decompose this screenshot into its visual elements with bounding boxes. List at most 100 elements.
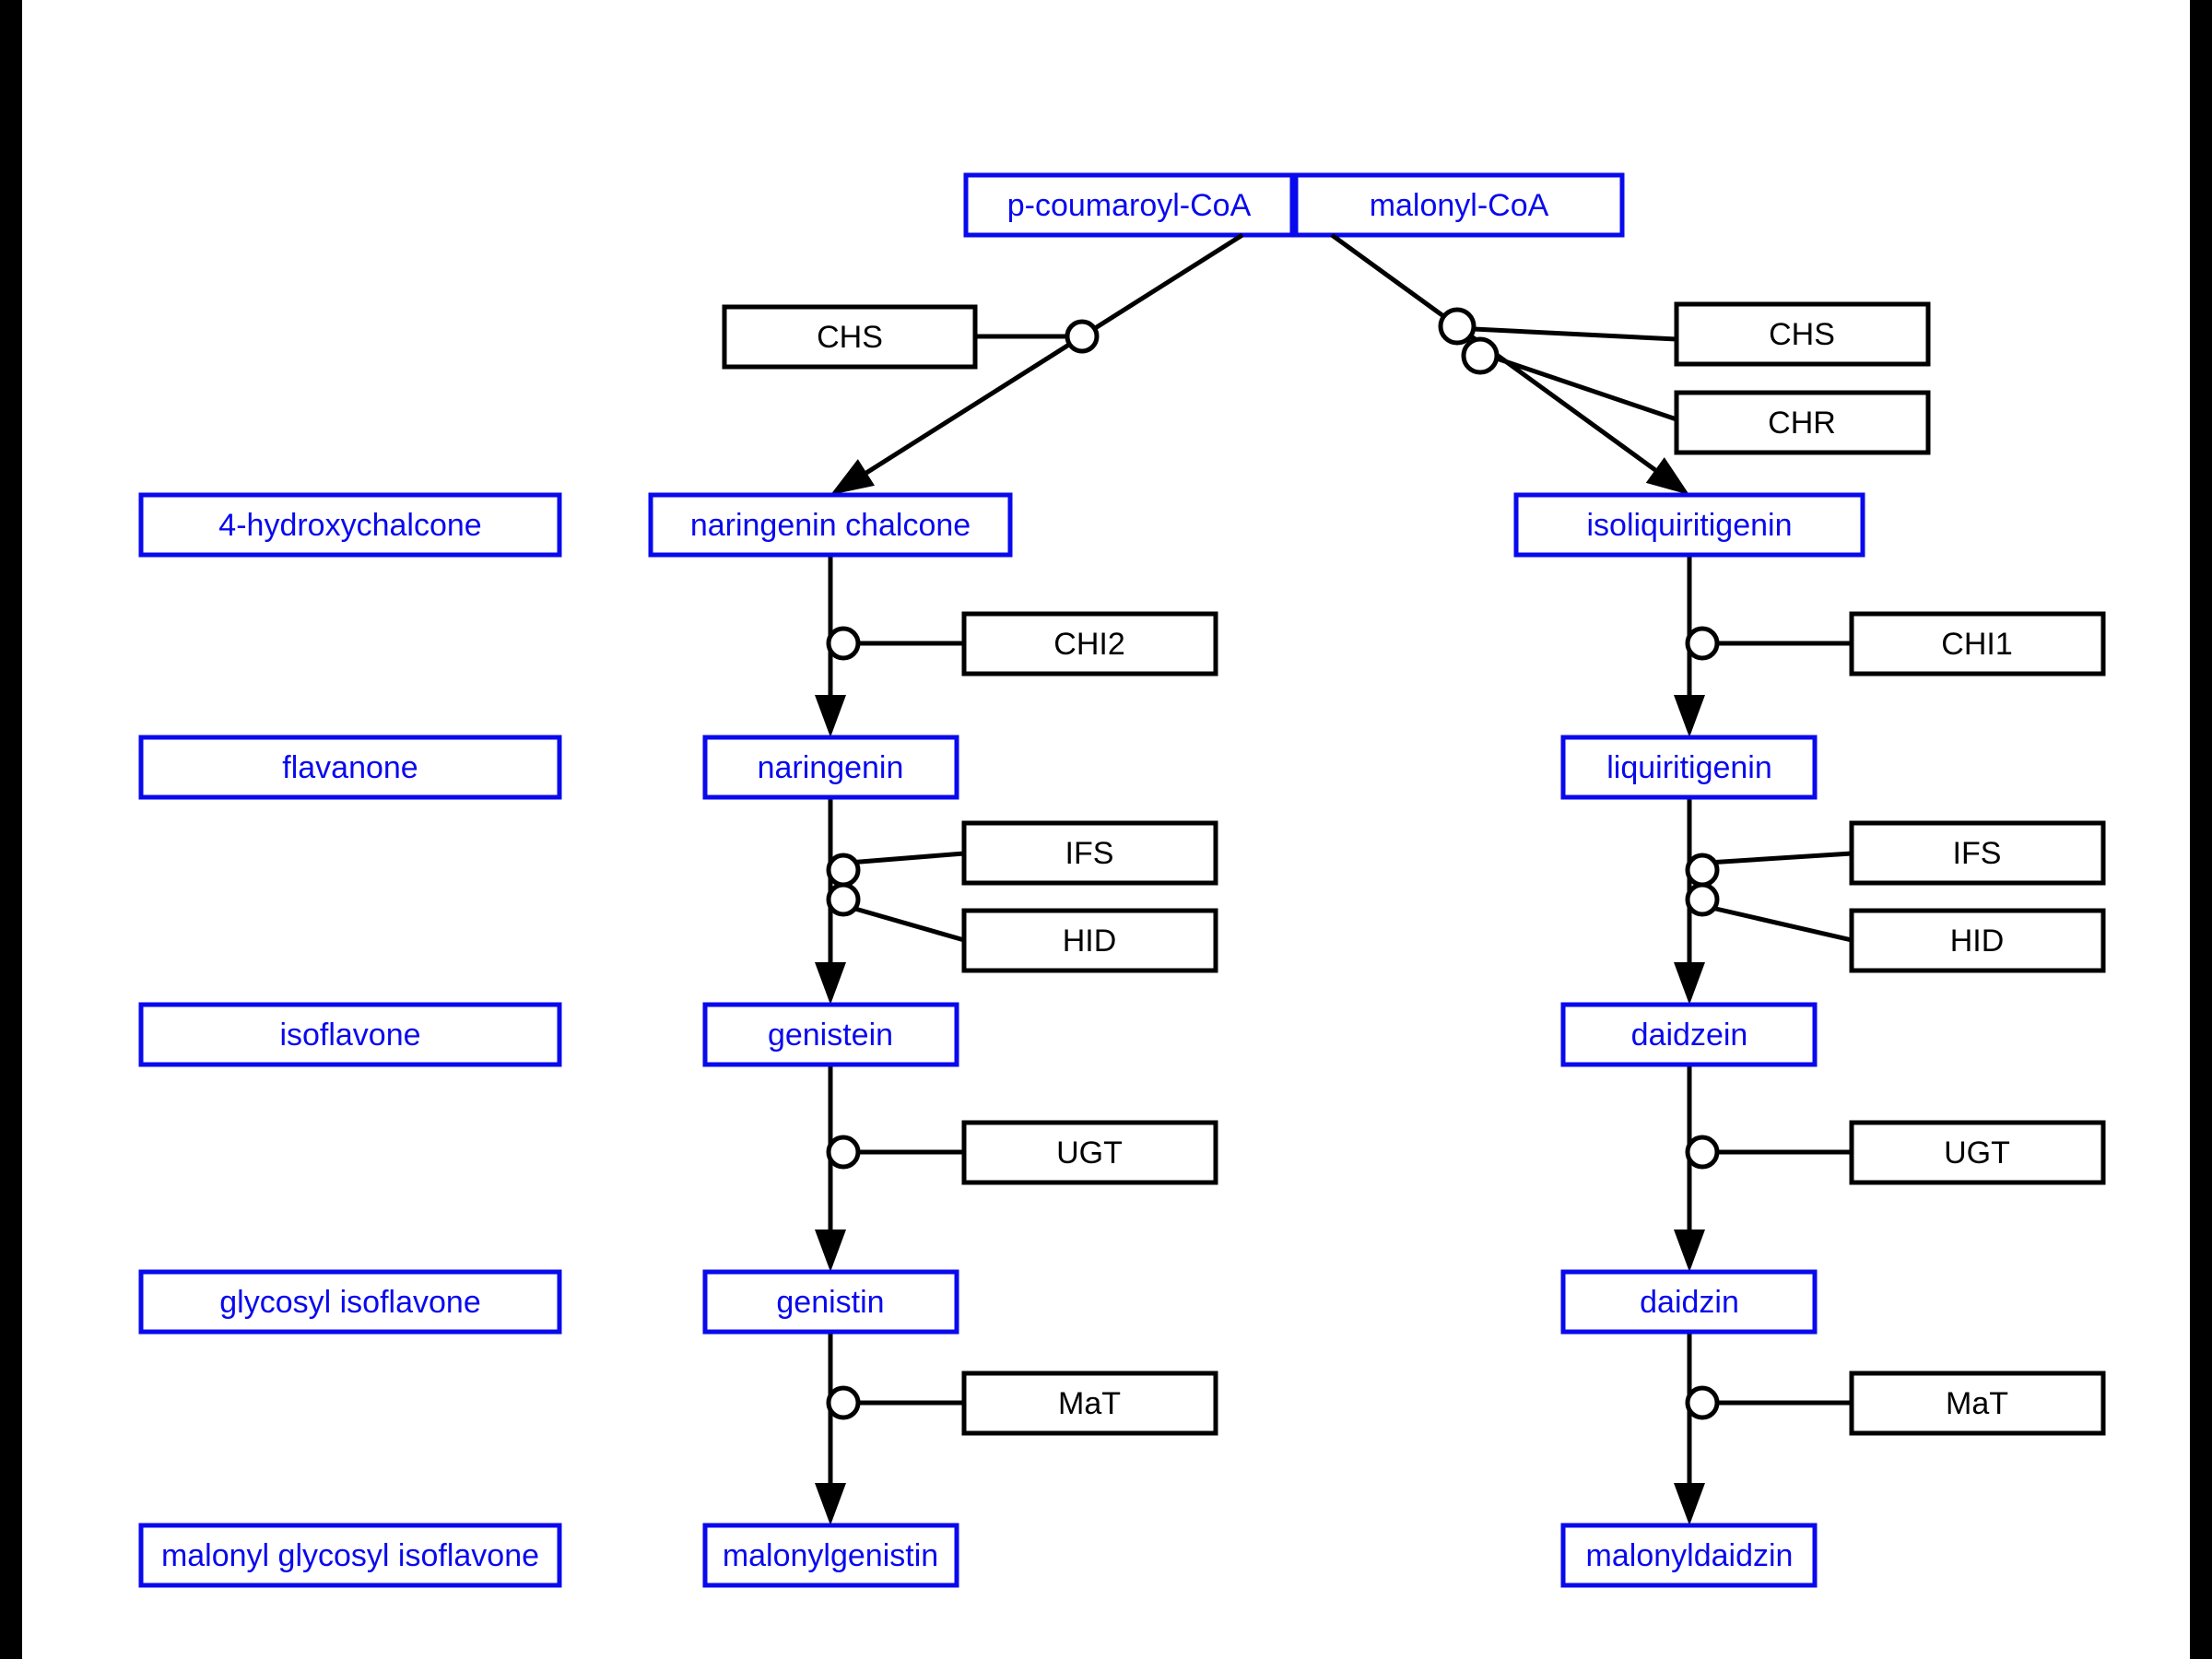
node-naringenin-chalcone-label: naringenin chalcone [690,508,971,543]
enzyme-hid-right-label: HID [1950,924,2005,959]
arrowhead-naringenin-chalcone [830,459,875,495]
arrowhead-liquiritigenin [1674,695,1705,737]
enzyme-port-mat-right [1685,1385,1720,1420]
enzyme-ifs-right-box[interactable] [1849,820,2106,886]
node-malonyldaidzin[interactable]: malonyldaidzin [1560,1523,1818,1588]
enzyme-port-chs-right [1438,307,1477,346]
node-daidzein-label: daidzein [1631,1018,1748,1053]
class-label-isoflavone-box [138,1002,562,1067]
arrowhead-naringenin [815,695,846,737]
node-daidzin-box[interactable] [1560,1269,1818,1335]
enzyme-chr-right-box[interactable] [1674,390,1931,455]
node-malonyl-coa-box[interactable] [1293,172,1625,238]
node-malonylgenistin-box[interactable] [702,1523,959,1588]
node-naringenin-chalcone[interactable]: naringenin chalcone [648,492,1013,558]
node-malonyldaidzin-box[interactable] [1560,1523,1818,1588]
enzyme-mat-right-label: MaT [1946,1386,2008,1421]
enzyme-chs-left[interactable]: CHS [722,304,978,370]
enzyme-chi1-label: CHI1 [1941,627,2012,662]
reaction-arrow-to-naringenin-chalcone [865,232,1244,476]
enzyme-port-chi1 [1685,626,1720,661]
enzyme-hid-middle-label: HID [1063,924,1117,959]
enzyme-hid-middle[interactable]: HID [961,908,1218,973]
enzyme-port-ugt-middle [826,1135,861,1170]
enzyme-mat-right-box[interactable] [1849,1371,2106,1436]
node-malonylgenistin[interactable]: malonylgenistin [702,1523,959,1588]
connector-hid-middle [848,904,965,943]
class-label-glycosyl-isoflavone: glycosyl isoflavone [138,1269,562,1335]
enzyme-ifs-middle-box[interactable] [961,820,1218,886]
enzyme-port-hid-middle [826,882,861,917]
arrowhead-malonylgenistin [815,1483,846,1525]
node-genistein-box[interactable] [702,1002,959,1067]
node-genistin[interactable]: genistin [702,1269,959,1335]
enzyme-hid-right[interactable]: HID [1849,908,2106,973]
enzyme-chs-right-box[interactable] [1674,301,1931,367]
node-liquiritigenin-box[interactable] [1560,735,1818,800]
enzyme-port-ugt-right [1685,1135,1720,1170]
node-p-coumaroyl-coa-box[interactable] [963,172,1295,238]
node-malonyl-coa-label: malonyl-CoA [1370,188,1549,223]
node-genistein[interactable]: genistein [702,1002,959,1067]
arrowhead-daidzin [1674,1230,1705,1272]
arrowhead-genistein [815,962,846,1005]
enzyme-chi2-box[interactable] [961,611,1218,677]
enzyme-port-hid-right [1685,882,1720,917]
node-naringenin-label: naringenin [758,750,904,785]
node-p-coumaroyl-coa[interactable]: p-coumaroyl-CoA [963,172,1295,238]
node-naringenin-chalcone-box[interactable] [648,492,1013,558]
enzyme-chs-right-label: CHS [1769,317,1835,352]
enzyme-chi1-box[interactable] [1849,611,2106,677]
enzyme-chs-left-box[interactable] [722,304,978,370]
node-malonyldaidzin-label: malonyldaidzin [1586,1538,1794,1573]
class-label-malonyl-glycosyl-isoflavone: malonyl glycosyl isoflavone [138,1523,562,1588]
node-malonylgenistin-label: malonylgenistin [723,1538,938,1573]
class-label-glycosyl-isoflavone-text: glycosyl isoflavone [219,1285,480,1320]
node-genistin-box[interactable] [702,1269,959,1335]
connector-ifs-right [1707,851,1853,865]
enzyme-hid-right-box[interactable] [1849,908,2106,973]
node-daidzein[interactable]: daidzein [1560,1002,1818,1067]
class-label-4-hydroxychalcone-text: 4-hydroxychalcone [218,508,481,543]
enzyme-ifs-middle-label: IFS [1065,836,1114,871]
enzyme-ugt-middle[interactable]: UGT [961,1120,1218,1185]
enzyme-chs-right[interactable]: CHS [1674,301,1931,367]
right-edge-bar [2190,0,2212,1659]
node-malonyl-coa[interactable]: malonyl-CoA [1293,172,1625,238]
node-isoliquiritigenin-box[interactable] [1513,492,1865,558]
class-label-glycosyl-isoflavone-box [138,1269,562,1335]
node-liquiritigenin-label: liquiritigenin [1606,750,1772,785]
class-label-malonyl-glycosyl-isoflavone-text: malonyl glycosyl isoflavone [161,1538,539,1573]
arrowhead-genistin [815,1230,846,1272]
enzyme-hid-middle-box[interactable] [961,908,1218,973]
enzyme-chr-right-label: CHR [1768,406,1836,441]
enzyme-mat-right[interactable]: MaT [1849,1371,2106,1436]
node-genistin-label: genistin [776,1285,884,1320]
class-label-4-hydroxychalcone-box [138,492,562,558]
node-naringenin-box[interactable] [702,735,959,800]
node-naringenin[interactable]: naringenin [702,735,959,800]
enzyme-chi2[interactable]: CHI2 [961,611,1218,677]
enzyme-ifs-middle[interactable]: IFS [961,820,1218,886]
connector-hid-right [1707,904,1853,943]
node-isoliquiritigenin[interactable]: isoliquiritigenin [1513,492,1865,558]
enzyme-chr-right[interactable]: CHR [1674,390,1931,455]
enzyme-port-mat-middle [826,1385,861,1420]
enzyme-ugt-right-label: UGT [1944,1135,2010,1171]
enzyme-mat-middle[interactable]: MaT [961,1371,1218,1436]
enzyme-ifs-right-label: IFS [1953,836,2002,871]
node-daidzin-label: daidzin [1640,1285,1739,1320]
enzyme-chi1[interactable]: CHI1 [1849,611,2106,677]
node-liquiritigenin[interactable]: liquiritigenin [1560,735,1818,800]
enzyme-mat-middle-box[interactable] [961,1371,1218,1436]
enzyme-port-ifs-right [1685,853,1720,888]
node-genistein-label: genistein [768,1018,893,1053]
enzyme-ugt-right[interactable]: UGT [1849,1120,2106,1185]
node-daidzein-box[interactable] [1560,1002,1818,1067]
node-daidzin[interactable]: daidzin [1560,1269,1818,1335]
enzyme-ugt-right-box[interactable] [1849,1120,2106,1185]
enzyme-ugt-middle-box[interactable] [961,1120,1218,1185]
enzyme-ifs-right[interactable]: IFS [1849,820,2106,886]
